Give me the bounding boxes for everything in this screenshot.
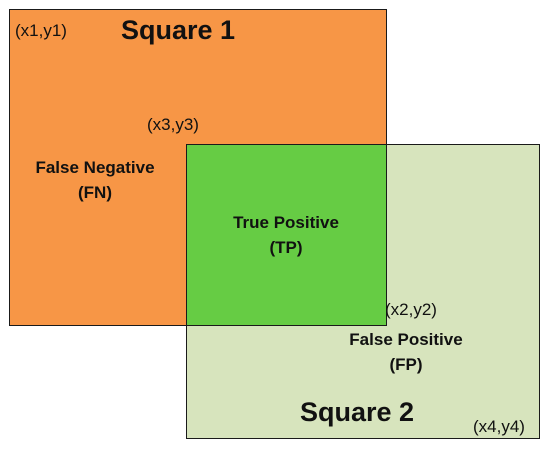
true-positive-text: True Positive bbox=[233, 213, 339, 232]
false-negative-label: False Negative (FN) bbox=[16, 156, 174, 205]
overlap-region bbox=[186, 144, 387, 326]
coord-label-x1-y1: (x1,y1) bbox=[15, 21, 67, 40]
coord-label-x2-y2: (x2,y2) bbox=[385, 300, 437, 319]
square-2-title: Square 2 bbox=[300, 397, 415, 427]
false-negative-text: False Negative bbox=[35, 158, 155, 177]
false-positive-abbr: (FP) bbox=[389, 354, 423, 374]
false-negative-abbr: (FN) bbox=[78, 182, 112, 202]
square-1-title: Square 1 bbox=[121, 15, 236, 45]
coord-label-x4-y4: (x4,y4) bbox=[473, 417, 525, 436]
coord-label-x3-y3: (x3,y3) bbox=[147, 115, 199, 134]
false-positive-label: False Positive (FP) bbox=[330, 328, 482, 377]
true-positive-abbr: (TP) bbox=[269, 237, 303, 257]
true-positive-label: True Positive (TP) bbox=[201, 211, 371, 260]
false-positive-text: False Positive bbox=[349, 330, 463, 349]
